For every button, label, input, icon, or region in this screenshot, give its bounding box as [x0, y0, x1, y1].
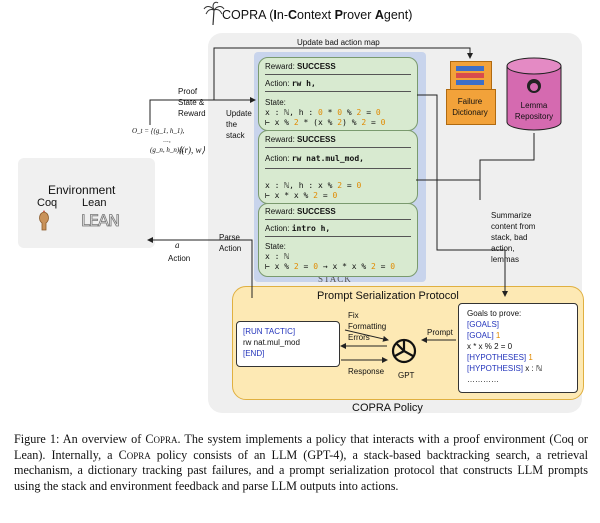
run-tactic-tag: [RUN TACTIC]: [243, 327, 296, 336]
psp-title: Prompt Serialization Protocol: [317, 290, 459, 302]
action-line: Action: rw nat.mul_mod,: [265, 154, 364, 163]
stack-card-3: Reward: SUCCESS Action: intro h, State: …: [258, 203, 418, 277]
response-label: Response: [348, 367, 385, 376]
run-tactic-value: rw nat.mul_mod: [243, 338, 300, 347]
goals-box: Goals to prove: [GOALS] [GOAL] 1 x * x %…: [458, 303, 578, 393]
policy-label: COPRA Policy: [352, 402, 423, 414]
stack-card-2: Reward: SUCCESS Action: rw nat.mul_mod, …: [258, 130, 418, 204]
state-label: State:: [265, 242, 286, 251]
goal-expression: x * x % 2 = 0: [467, 342, 513, 351]
svg-text:LEAN: LEAN: [81, 211, 119, 230]
run-tactic-end: [END]: [243, 349, 265, 358]
environment-label: Environment: [48, 183, 116, 197]
divider: [265, 147, 411, 148]
palm-tree-icon: [203, 1, 225, 26]
action-line: Action: rw h,: [265, 79, 316, 88]
state-hypothesis: x : ℕ: [265, 252, 290, 261]
observation-dots: ...,: [163, 137, 171, 144]
state-goal: ⊢ x * x % 2 = 0: [265, 191, 338, 200]
divider: [265, 91, 411, 92]
goals-header: Goals to prove:: [467, 309, 522, 318]
lemma-repository-icon: [506, 57, 562, 131]
observation-formula-2: (g_n, h_n)},: [150, 146, 184, 154]
reward-line: Reward: SUCCESS: [265, 135, 336, 144]
update-bad-action-map-label: Update bad action map: [297, 38, 380, 47]
stack-label: STACK: [318, 274, 352, 284]
coq-label: Coq: [37, 197, 58, 209]
divider: [265, 74, 411, 75]
gpt-label: GPT: [398, 371, 415, 380]
lean-label: Lean: [82, 197, 107, 209]
state-hypothesis: x : ℕ, h : 0 * 0 % 2 = 0: [265, 108, 381, 117]
diagram-title: COPRA (In-Context Prover Agent): [222, 8, 413, 22]
goal-line: [GOAL] 1: [467, 331, 501, 340]
lean-logo-icon: LEAN: [80, 211, 126, 235]
divider: [265, 168, 411, 169]
figure-caption: Figure 1: An overview of Copra. The syst…: [14, 432, 588, 493]
hypothesis-line: [HYPOTHESIS] x : ℕ: [467, 364, 543, 373]
hypotheses-line: [HYPOTHESES] 1: [467, 353, 533, 362]
prompt-label: Prompt: [427, 328, 453, 337]
observation-formula: O_t = {(g_1, h_1),: [132, 127, 185, 135]
reward-line: Reward: SUCCESS: [265, 207, 336, 216]
state-goal: ⊢ x % 2 = 0 → x * x % 2 = 0: [265, 262, 396, 271]
observation-reward: ⟨(r), w⟩: [178, 145, 206, 155]
divider: [265, 236, 411, 237]
action-label: Action: [168, 254, 191, 263]
state-label: State:: [265, 98, 286, 107]
divider: [265, 219, 411, 220]
reward-line: Reward: SUCCESS: [265, 62, 336, 71]
state-goal: ⊢ x % 2 * (x % 2) % 2 = 0: [265, 118, 386, 127]
action-symbol: a: [175, 240, 180, 250]
goals-ellipsis: …………: [467, 375, 499, 384]
gpt-logo-icon: [391, 338, 417, 364]
goals-tag: [GOALS]: [467, 320, 500, 329]
environment-box: [18, 158, 155, 248]
state-hypothesis: x : ℕ, h : x % 2 = 0: [265, 181, 362, 190]
run-tactic-box: [RUN TACTIC] rw nat.mul_mod [END]: [236, 321, 340, 367]
action-line: Action: intro h,: [265, 224, 331, 233]
failure-dictionary-box: [446, 89, 496, 125]
coq-rooster-icon: [39, 210, 49, 231]
